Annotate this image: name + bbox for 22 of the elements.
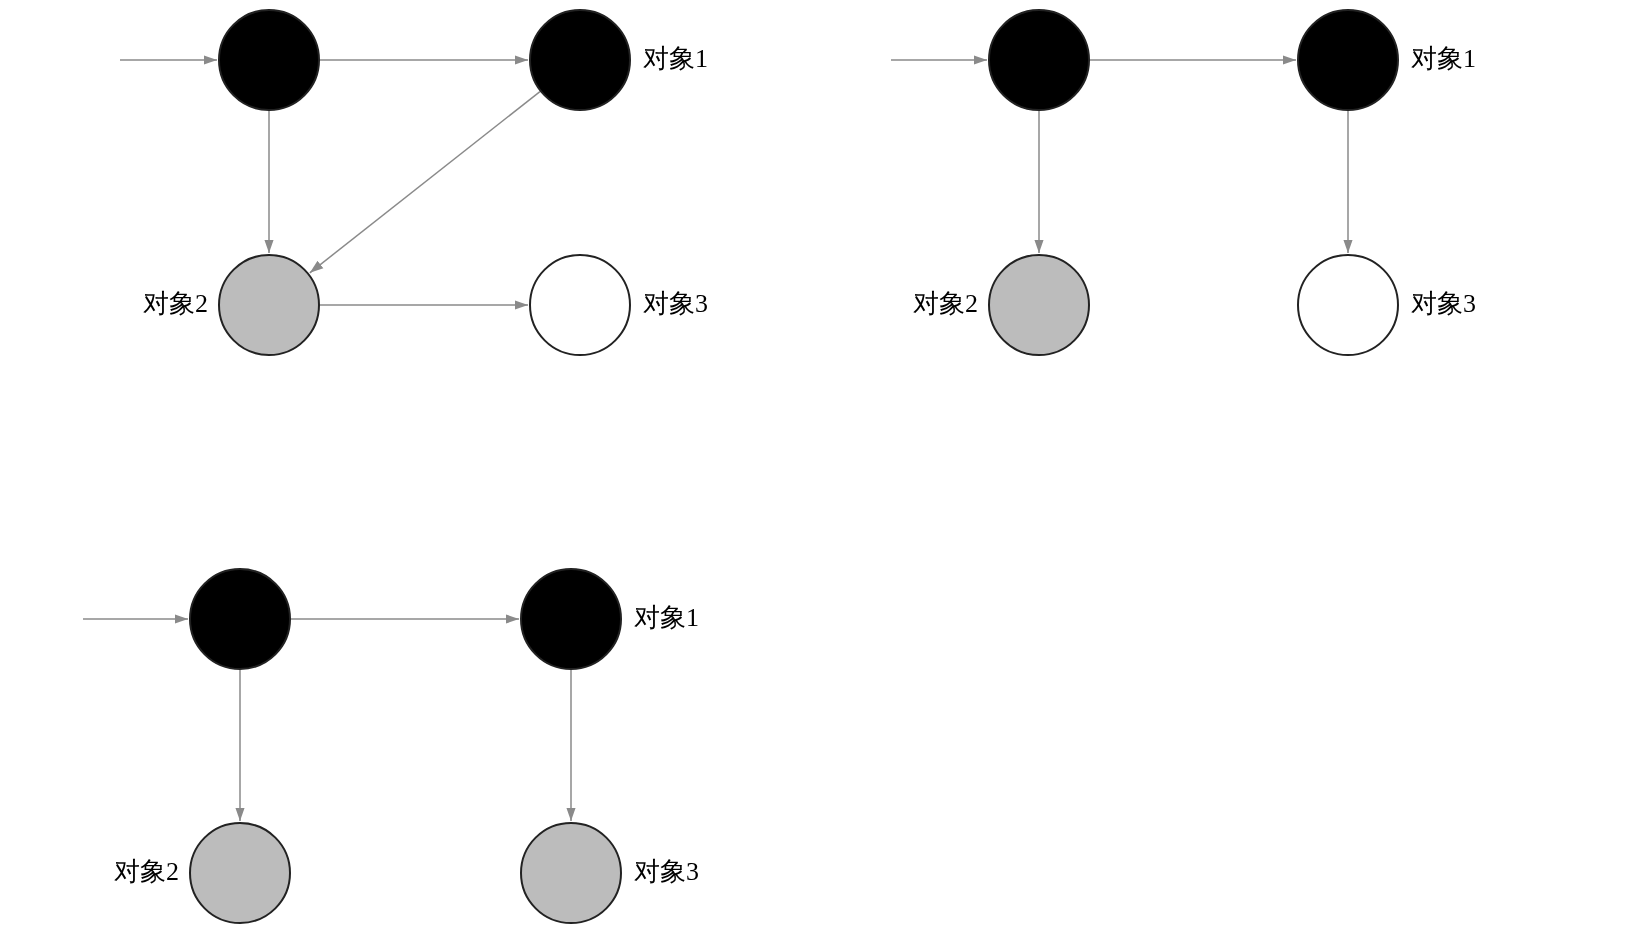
node-label: 对象3: [643, 291, 708, 317]
arrow: [1343, 110, 1353, 254]
arrow: [82, 614, 189, 624]
arrow: [290, 614, 520, 624]
node-label: 对象2: [913, 291, 978, 317]
arrow: [1089, 55, 1297, 65]
arrow: [235, 669, 245, 822]
node-label: 对象1: [643, 46, 708, 72]
arrow: [309, 90, 541, 274]
node-label: 对象3: [634, 859, 699, 885]
arrow: [264, 110, 274, 254]
node-label: 对象2: [143, 291, 208, 317]
arrow: [566, 669, 576, 822]
node-label: 对象2: [114, 859, 179, 885]
node-label: 对象1: [1411, 46, 1476, 72]
arrow: [1034, 110, 1044, 254]
node-label: 对象1: [634, 605, 699, 631]
arrow: [319, 55, 529, 65]
arrow: [319, 300, 529, 310]
arrow: [119, 55, 218, 65]
node-label: 对象3: [1411, 291, 1476, 317]
arrow: [890, 55, 988, 65]
